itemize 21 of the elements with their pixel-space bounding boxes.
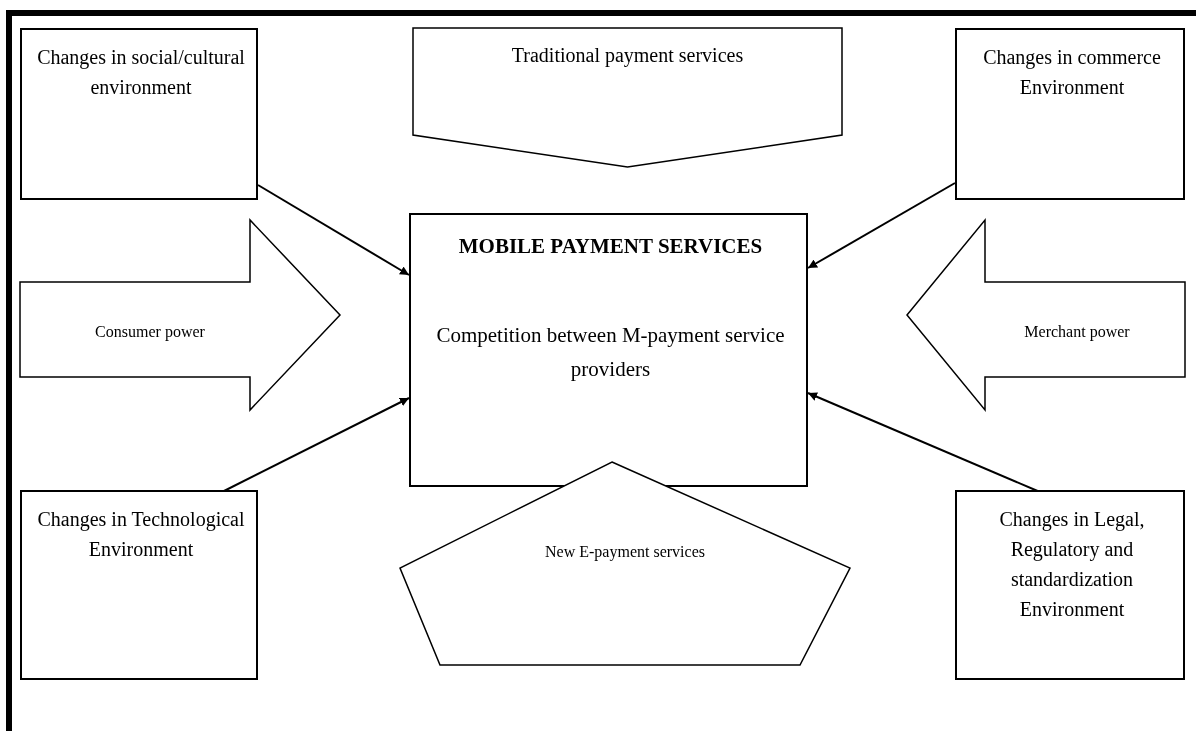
label-text: Changes in Technological Environment bbox=[36, 507, 246, 562]
arrow bbox=[807, 182, 956, 269]
pentagon-arrow-shape bbox=[413, 28, 842, 167]
label-text: Changes in Legal, Regulatory and standardization Environment bbox=[998, 507, 1146, 622]
label-text: Changes in commerce Environment bbox=[982, 45, 1162, 100]
label-text: Traditional payment services bbox=[510, 43, 745, 69]
factor-box bbox=[955, 28, 1185, 200]
factor-box bbox=[955, 490, 1185, 680]
block-arrow bbox=[20, 220, 340, 410]
factor-box bbox=[409, 213, 808, 487]
arrow bbox=[257, 184, 410, 276]
heading-text: MOBILE PAYMENT SERVICES bbox=[457, 233, 764, 260]
factor-box bbox=[20, 490, 258, 680]
label-text: Consumer power bbox=[94, 322, 206, 343]
label-text: Competition between M-payment service providers bbox=[435, 322, 786, 383]
label-text: Changes in social/cultural environment bbox=[36, 45, 246, 100]
block-arrow bbox=[907, 220, 1185, 410]
pentagon-shape bbox=[400, 462, 850, 665]
factor-box bbox=[20, 28, 258, 200]
label-text: New E-payment services bbox=[544, 542, 706, 563]
label-text: Merchant power bbox=[1023, 322, 1131, 343]
